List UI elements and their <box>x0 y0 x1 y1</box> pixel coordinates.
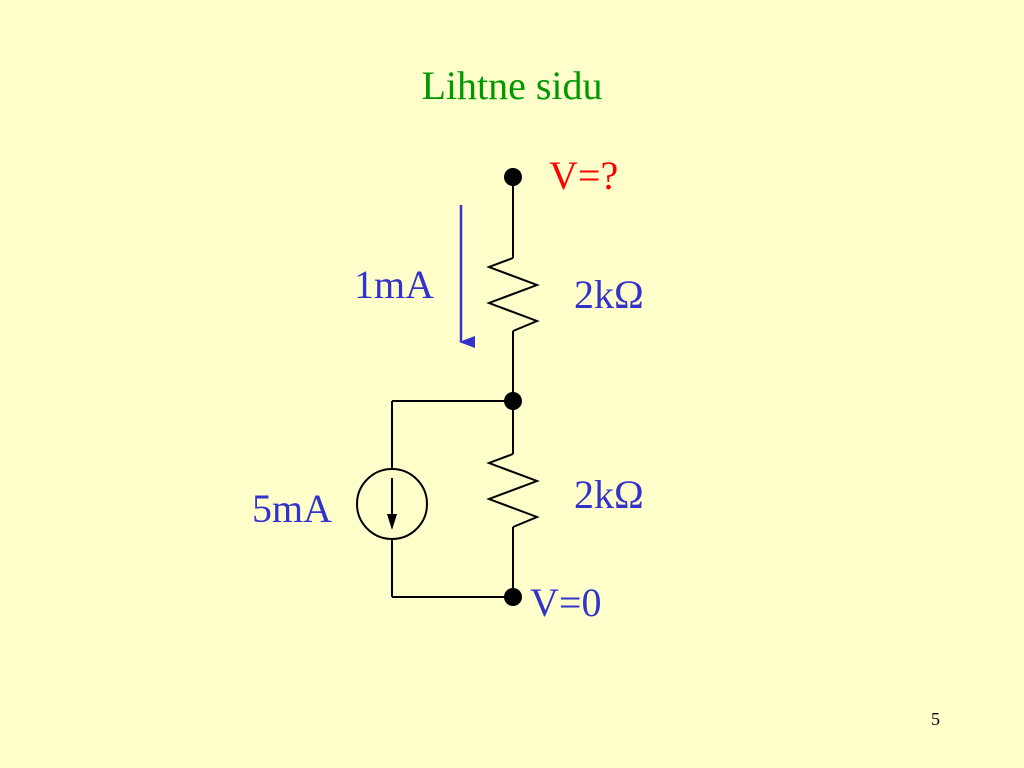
branch-current-label: 1mA <box>354 262 434 307</box>
top-node-voltage-label: V=? <box>549 153 619 198</box>
lower-resistor <box>486 453 540 528</box>
slide-title: Lihtne sidu <box>421 63 603 108</box>
page-number: 5 <box>931 709 940 729</box>
current-source-label: 5mA <box>252 486 332 531</box>
upper-resistor <box>486 257 540 332</box>
node-bottom <box>504 588 522 606</box>
bottom-node-voltage-label: V=0 <box>530 580 602 625</box>
node-top <box>504 168 522 186</box>
upper-resistor-label: 2kΩ <box>574 272 644 317</box>
node-middle <box>504 392 522 410</box>
lower-resistor-label: 2kΩ <box>574 472 644 517</box>
current-source-arrow-head <box>387 514 397 530</box>
